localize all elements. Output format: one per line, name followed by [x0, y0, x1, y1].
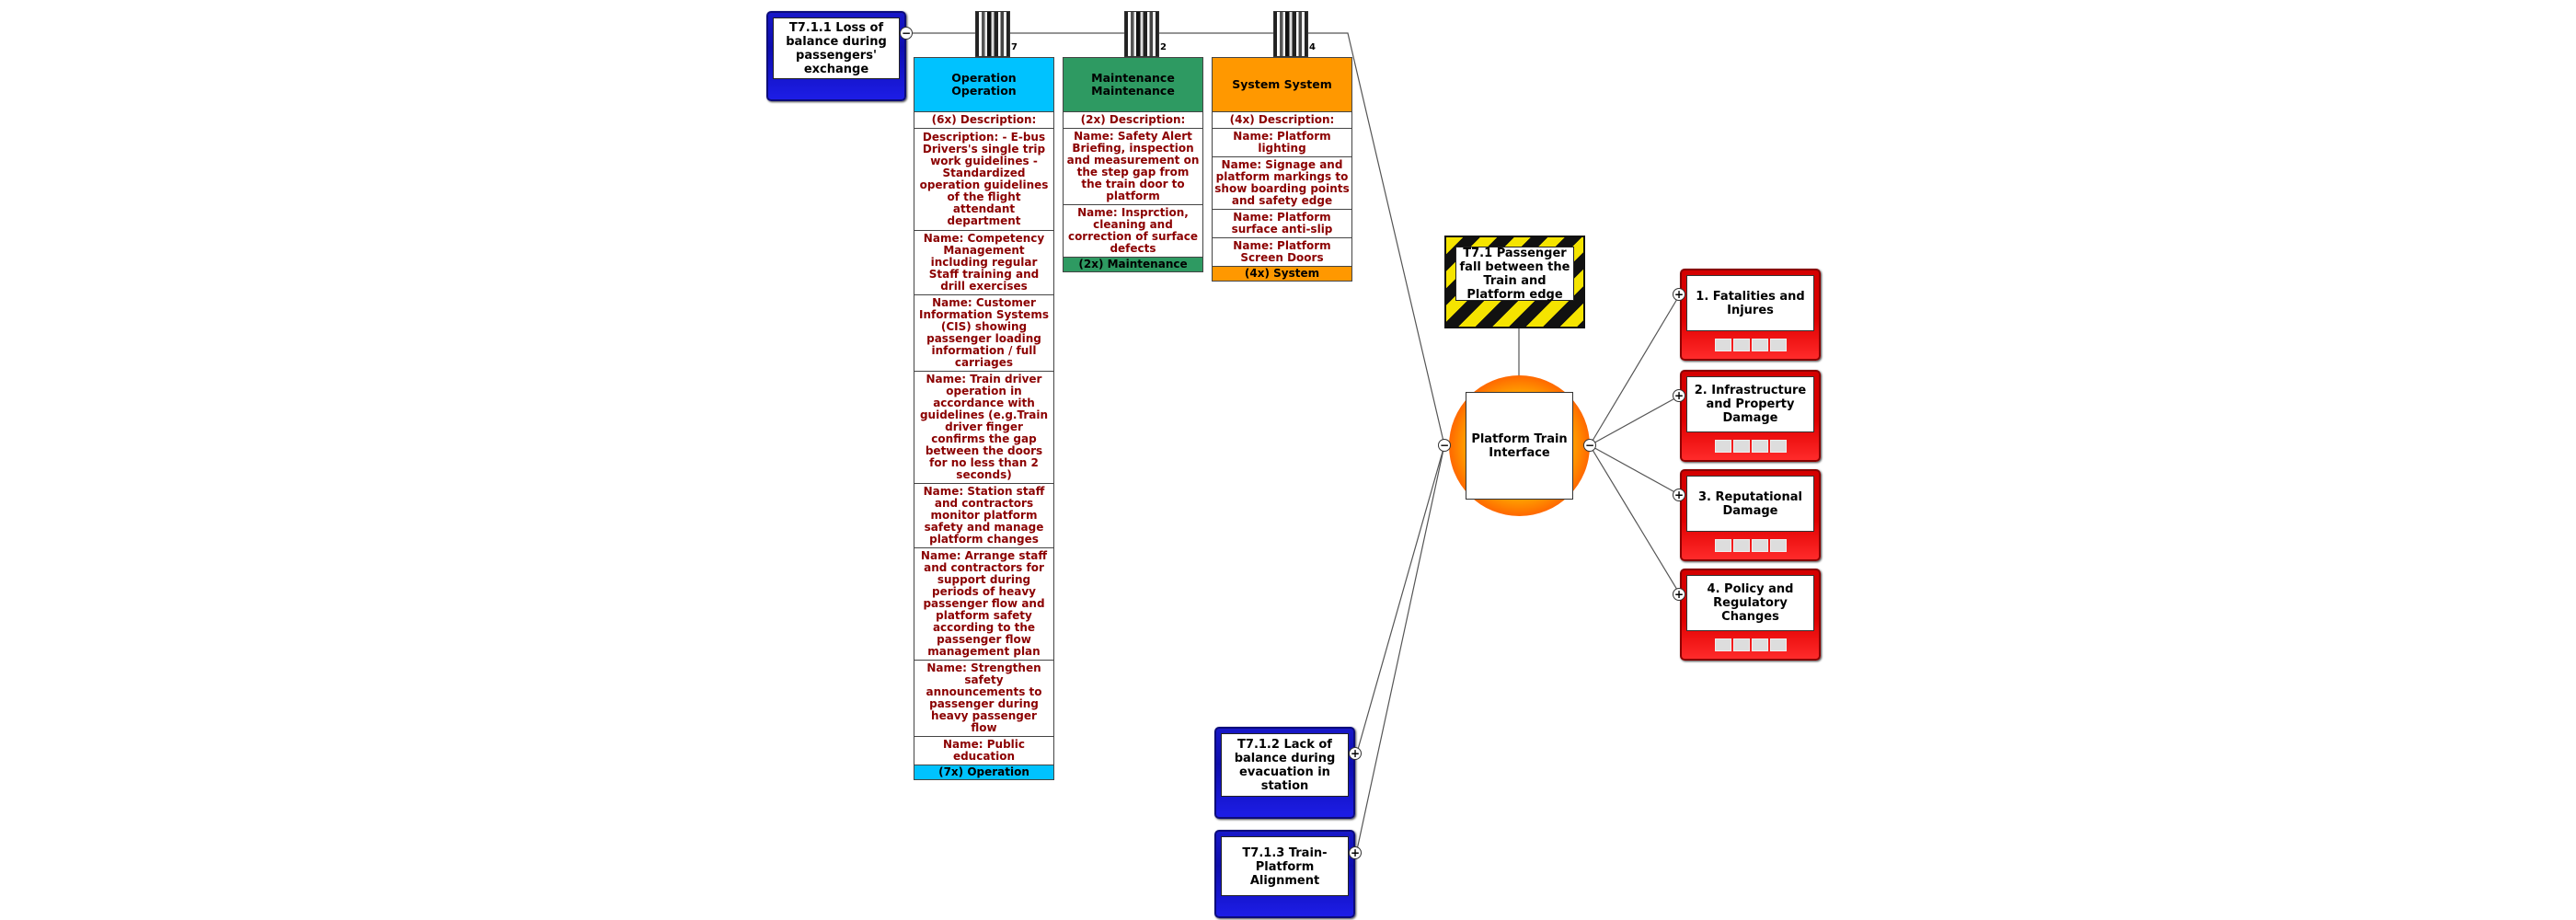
column-footer: (2x) Maintenance [1064, 258, 1202, 271]
consequence-2-connector [1589, 395, 1681, 446]
hazard-label: T7.1 Passenger fall between the Train an… [1455, 247, 1574, 302]
top-event-label: Platform Train Interface [1466, 392, 1573, 500]
hazard-box[interactable]: T7.1 Passenger fall between the Train an… [1444, 236, 1585, 328]
barrier-system[interactable] [1273, 11, 1308, 57]
control-item[interactable]: Name: Safety Alert Briefing, inspection … [1064, 129, 1202, 205]
risk-matrix-cells [1715, 339, 1787, 351]
column-footer: (7x) Operation [914, 765, 1053, 779]
control-item[interactable]: Name: Station staff and contractors moni… [914, 484, 1053, 548]
control-item[interactable]: Name: Arrange staff and contractors for … [914, 548, 1053, 661]
control-item[interactable]: Name: Platform Screen Doors [1213, 238, 1351, 267]
consequence-label: 2. Infrastructure and Property Damage [1686, 376, 1814, 432]
column-summary: (6x) Description: [914, 112, 1053, 129]
threat-3-connector [1354, 444, 1445, 859]
control-item[interactable]: Name: Platform surface anti-slip [1213, 210, 1351, 238]
consequence-box-3[interactable]: 3. Reputational Damage [1680, 469, 1821, 561]
consequence-1-connector [1589, 293, 1681, 446]
expand-toggle-threat-3[interactable]: + [1349, 846, 1362, 859]
risk-matrix-cells [1715, 638, 1787, 651]
column-summary: (4x) Description: [1213, 112, 1351, 129]
risk-matrix-cells [1715, 440, 1787, 453]
threat-box-t7-1-3[interactable]: T7.1.3 Train-Platform Alignment [1214, 830, 1355, 918]
control-item[interactable]: Name: Train driver operation in accordan… [914, 372, 1053, 484]
barrier-count-operation: 7 [1011, 42, 1018, 52]
barrier-maintenance[interactable] [1124, 11, 1159, 57]
control-item[interactable]: Name: Competency Management including re… [914, 231, 1053, 295]
control-column-maintenance[interactable]: Maintenance Maintenance (2x) Description… [1063, 57, 1203, 272]
control-item[interactable]: Name: Strengthen safety announcements to… [914, 661, 1053, 737]
collapse-toggle-left[interactable]: − [1438, 439, 1451, 452]
control-item[interactable]: Name: Public education [914, 737, 1053, 765]
consequence-box-2[interactable]: 2. Infrastructure and Property Damage [1680, 370, 1821, 462]
expand-toggle-threat-2[interactable]: + [1349, 747, 1362, 760]
column-footer: (4x) System [1213, 267, 1351, 281]
column-summary: (2x) Description: [1064, 112, 1202, 129]
collapse-toggle-threat-1[interactable]: − [900, 27, 913, 40]
risk-matrix-cells [1715, 539, 1787, 552]
consequence-box-4[interactable]: 4. Policy and Regulatory Changes [1680, 569, 1821, 661]
control-item[interactable]: Name: Customer Information Systems (CIS)… [914, 295, 1053, 372]
control-item[interactable]: Name: Platform lighting [1213, 129, 1351, 157]
barrier-operation[interactable] [975, 11, 1010, 57]
expand-toggle-consequence-2[interactable]: + [1673, 389, 1685, 402]
barrier-count-system: 4 [1309, 42, 1316, 52]
consequence-label: 1. Fatalities and Injures [1686, 275, 1814, 331]
control-column-system[interactable]: System System (4x) Description: Name: Pl… [1212, 57, 1352, 282]
consequence-label: 3. Reputational Damage [1686, 476, 1814, 532]
column-header: Maintenance Maintenance [1064, 58, 1202, 112]
control-item[interactable]: Description: - E-bus Drivers's single tr… [914, 129, 1053, 231]
column-header: System System [1213, 58, 1351, 112]
expand-toggle-consequence-3[interactable]: + [1673, 489, 1685, 501]
control-item[interactable]: Name: Insprction, cleaning and correctio… [1064, 205, 1202, 258]
consequence-3-connector [1589, 444, 1681, 496]
column-header: Operation Operation [914, 58, 1053, 112]
collapse-toggle-right[interactable]: − [1583, 439, 1596, 452]
expand-toggle-consequence-1[interactable]: + [1673, 288, 1685, 301]
consequence-4-connector [1589, 444, 1681, 595]
threat-label: T7.1.2 Lack of balance during evacuation… [1221, 733, 1349, 797]
consequence-label: 4. Policy and Regulatory Changes [1686, 575, 1814, 631]
threat-label: T7.1.3 Train-Platform Alignment [1221, 836, 1349, 896]
consequence-box-1[interactable]: 1. Fatalities and Injures [1680, 269, 1821, 361]
control-item[interactable]: Name: Signage and platform markings to s… [1213, 157, 1351, 210]
control-column-operation[interactable]: Operation Operation (6x) Description: De… [914, 57, 1054, 780]
barrier-count-maintenance: 2 [1160, 42, 1167, 52]
threat-box-t7-1-2[interactable]: T7.1.2 Lack of balance during evacuation… [1214, 727, 1355, 819]
threat-2-connector [1354, 444, 1445, 760]
top-event-circle[interactable]: Platform Train Interface [1449, 375, 1590, 516]
expand-toggle-consequence-4[interactable]: + [1673, 588, 1685, 601]
threat-box-t7-1-1[interactable]: T7.1.1 Loss of balance during passengers… [766, 11, 906, 101]
threat-label: T7.1.1 Loss of balance during passengers… [773, 17, 900, 79]
